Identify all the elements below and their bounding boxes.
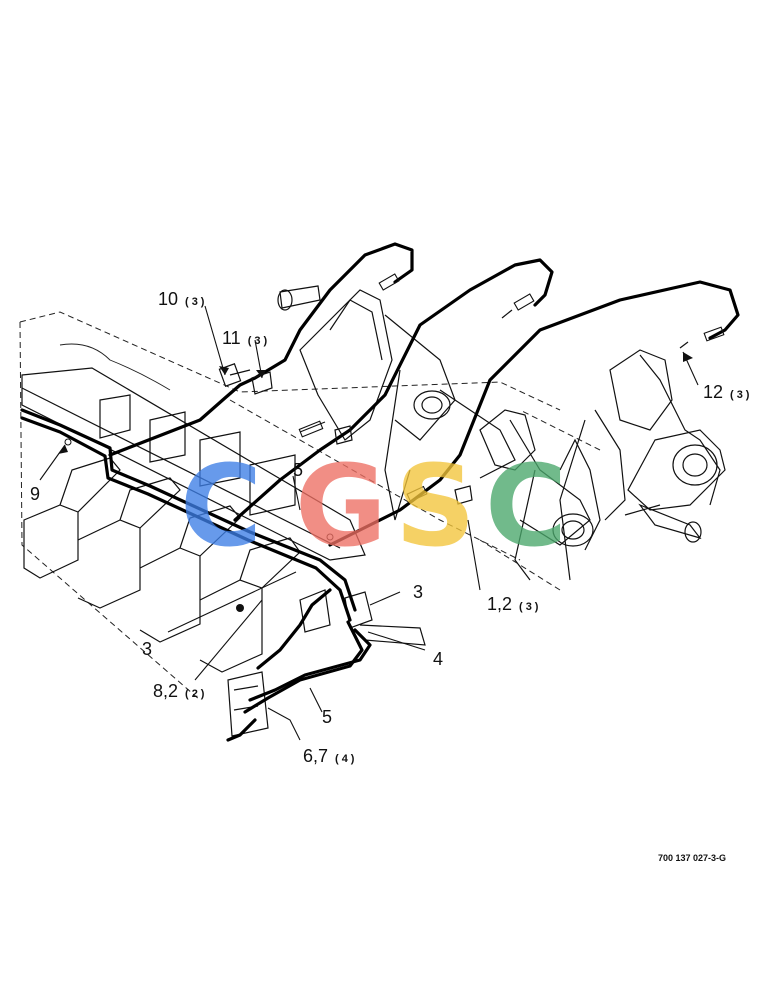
callout-6-7: 6,7 (4) <box>303 746 357 766</box>
watermark-letter-s: S <box>395 442 476 572</box>
reel-arm-3 <box>594 349 726 543</box>
figure-code: 700 137 027-3-G <box>658 853 726 863</box>
watermark-letter-g: G <box>295 442 387 572</box>
leader-lines <box>39 305 699 741</box>
callout-11: 11 (3) <box>222 328 270 348</box>
reel-arm-2 <box>479 409 601 581</box>
reel-arm-1 <box>277 285 516 521</box>
watermark-letter-c2: C <box>485 442 567 572</box>
callout-3-left: 3 <box>142 639 152 659</box>
hydraulic-hoses <box>20 242 740 742</box>
callout-4: 4 <box>433 649 443 669</box>
callout-3-right: 3 <box>413 582 423 602</box>
callout-labels: 10 (3) 11 (3) 12 (3) 9 5 1,2 (3) 3 3 4 <box>30 289 752 766</box>
callout-12: 12 (3) <box>703 382 752 402</box>
callout-5-upper: 5 <box>293 460 303 480</box>
watermark-letter-c1: C <box>180 442 262 572</box>
callout-1-2: 1,2 (3) <box>487 594 541 614</box>
callout-10: 10 (3) <box>158 289 207 309</box>
watermark-cgsc: C G S C <box>180 442 567 572</box>
callout-9: 9 <box>30 484 40 504</box>
callout-5-lower: 5 <box>322 707 332 727</box>
callout-8-2: 8,2 (2) <box>153 681 207 701</box>
